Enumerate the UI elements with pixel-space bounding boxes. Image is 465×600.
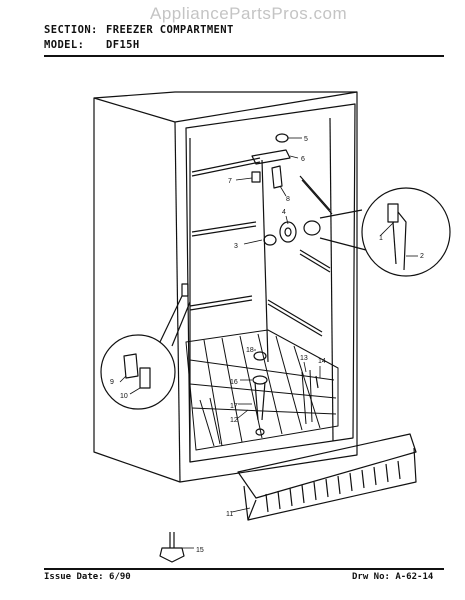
callout-7: 7 (228, 178, 232, 185)
callout-17: 17 (230, 403, 238, 410)
callout-labels: 1 2 3 4 5 6 7 8 9 10 11 12 13 14 15 16 1… (110, 136, 424, 554)
callout-9: 9 (110, 379, 114, 386)
hinge-detail (100, 283, 191, 410)
drawing-number: Drw No: A-62-14 (352, 572, 434, 582)
bottom-basket (185, 329, 339, 451)
callout-11: 11 (226, 511, 233, 518)
callout-12: 12 (230, 417, 238, 424)
section-value: FREEZER COMPARTMENT (106, 24, 234, 36)
callout-6: 6 (301, 156, 305, 163)
callout-8: 8 (286, 196, 290, 203)
cabinet-outline (93, 91, 358, 483)
callout-2: 2 (420, 253, 424, 260)
header-rule (44, 55, 444, 57)
callout-15: 15 (196, 547, 204, 554)
kick-plate-grille (237, 433, 417, 521)
leader-lines (119, 137, 418, 549)
callout-4: 4 (282, 209, 286, 216)
issue-date: Issue Date: 6/90 (44, 572, 131, 582)
model-value: DF15H (106, 39, 140, 51)
leveling-leg (159, 532, 185, 563)
section-label: SECTION: (44, 24, 98, 36)
bracket-hardware (251, 133, 321, 246)
drain-parts (252, 351, 319, 436)
shelf-rails (189, 157, 333, 363)
callout-18: 18 (246, 347, 254, 354)
footer-rule (44, 568, 444, 570)
callout-16: 16 (230, 379, 238, 386)
model-label: MODEL: (44, 39, 85, 51)
callout-13: 13 (300, 355, 308, 362)
callout-14: 14 (318, 358, 326, 365)
watermark: AppliancePartsPros.com (150, 4, 348, 23)
callout-5: 5 (304, 136, 308, 143)
callout-1: 1 (379, 235, 383, 242)
callout-3: 3 (234, 243, 238, 250)
thermostat-detail (319, 187, 451, 277)
callout-10: 10 (120, 393, 128, 400)
